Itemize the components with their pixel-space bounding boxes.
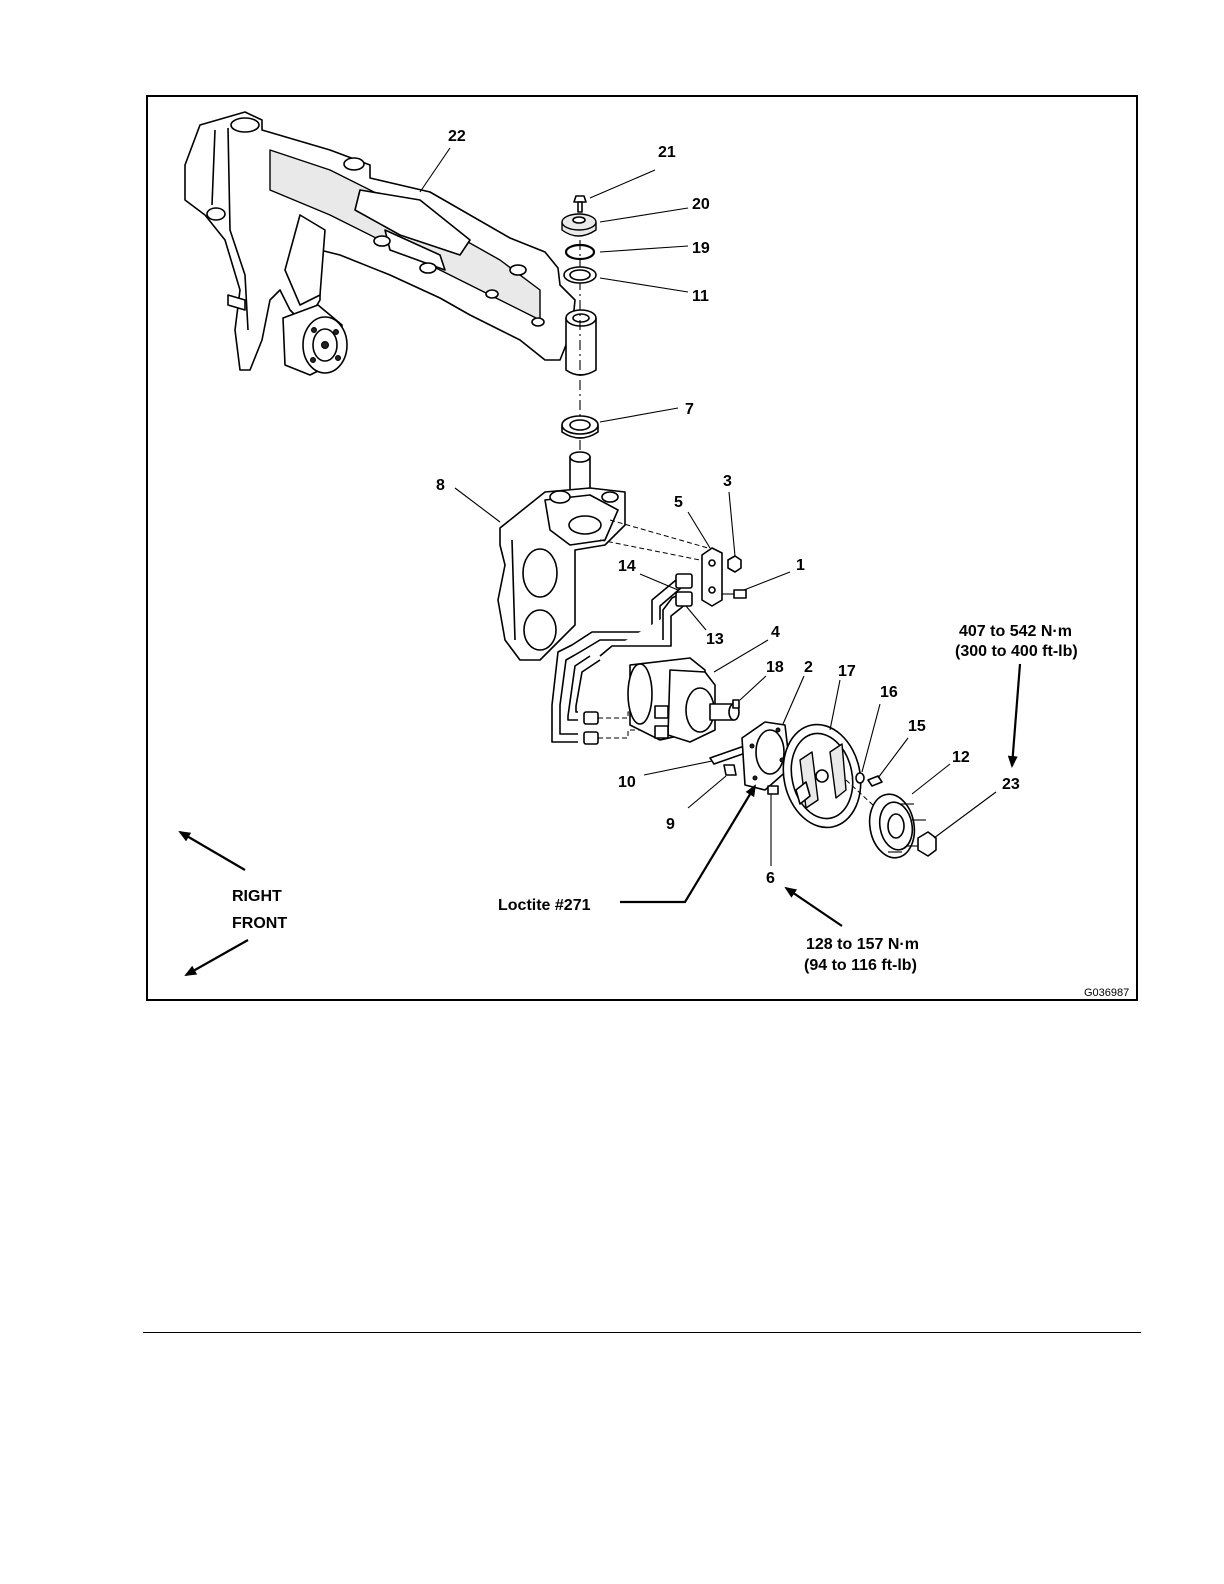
callout-22: 22 (448, 128, 466, 145)
callout-1: 1 (796, 557, 805, 574)
callout-17: 17 (838, 663, 856, 680)
callout-14: 14 (618, 558, 636, 575)
figure-id: G036987 (1084, 987, 1129, 999)
front-direction-arrow (186, 940, 248, 975)
callout-7: 7 (685, 401, 694, 418)
callout-12: 12 (952, 749, 970, 766)
brake-adapter-2 (742, 722, 790, 790)
callout-13: 13 (706, 631, 724, 648)
callout-9: 9 (666, 816, 675, 833)
bolt-6 (768, 786, 778, 794)
hub-nut-torque-imperial: (300 to 400 ft-lb) (955, 643, 1078, 660)
wheel-motor-4 (628, 658, 739, 742)
front-label: FRONT (232, 915, 287, 932)
hub-nut-torque-arrow (1012, 664, 1020, 766)
callout-6: 6 (766, 870, 775, 887)
bolt-9 (724, 765, 736, 775)
callout-18: 18 (766, 659, 784, 676)
bearing-7 (562, 416, 598, 438)
loctite-arrow (620, 786, 755, 902)
callout-19: 19 (692, 240, 710, 257)
hub-nut-23 (918, 832, 936, 856)
axle-frame (185, 112, 596, 375)
cap-20 (562, 214, 596, 236)
right-label: RIGHT (232, 888, 282, 905)
right-direction-arrow (180, 832, 245, 870)
callout-5: 5 (674, 494, 683, 511)
callout-23: 23 (1002, 776, 1020, 793)
hub-nut-torque-metric: 407 to 542 N·m (959, 623, 1072, 640)
bolt-21 (574, 196, 586, 212)
washer-11 (564, 267, 596, 283)
callout-3: 3 (723, 473, 732, 490)
nut-3 (728, 556, 741, 572)
callout-4: 4 (771, 624, 780, 641)
callout-2: 2 (804, 659, 813, 676)
bolt-torque-metric: 128 to 157 N·m (806, 936, 919, 953)
callout-11: 11 (692, 288, 709, 305)
bolt-15 (868, 776, 882, 786)
page-bottom-rule (143, 1332, 1141, 1333)
bolt-torque-arrow (786, 888, 842, 926)
callout-21: 21 (658, 144, 676, 161)
spindle-knuckle-8 (498, 452, 625, 660)
callout-16: 16 (880, 684, 898, 701)
loctite-note: Loctite #271 (498, 897, 591, 914)
key-18 (733, 700, 739, 708)
bracket-5 (702, 548, 722, 606)
bolt-torque-imperial: (94 to 116 ft-lb) (804, 957, 917, 974)
callout-10: 10 (618, 774, 636, 791)
bolt-1 (722, 590, 746, 598)
callout-20: 20 (692, 196, 710, 213)
callout-8: 8 (436, 477, 445, 494)
callout-15: 15 (908, 718, 926, 735)
washer-16 (856, 773, 864, 783)
wheel-hub-12 (865, 791, 926, 862)
